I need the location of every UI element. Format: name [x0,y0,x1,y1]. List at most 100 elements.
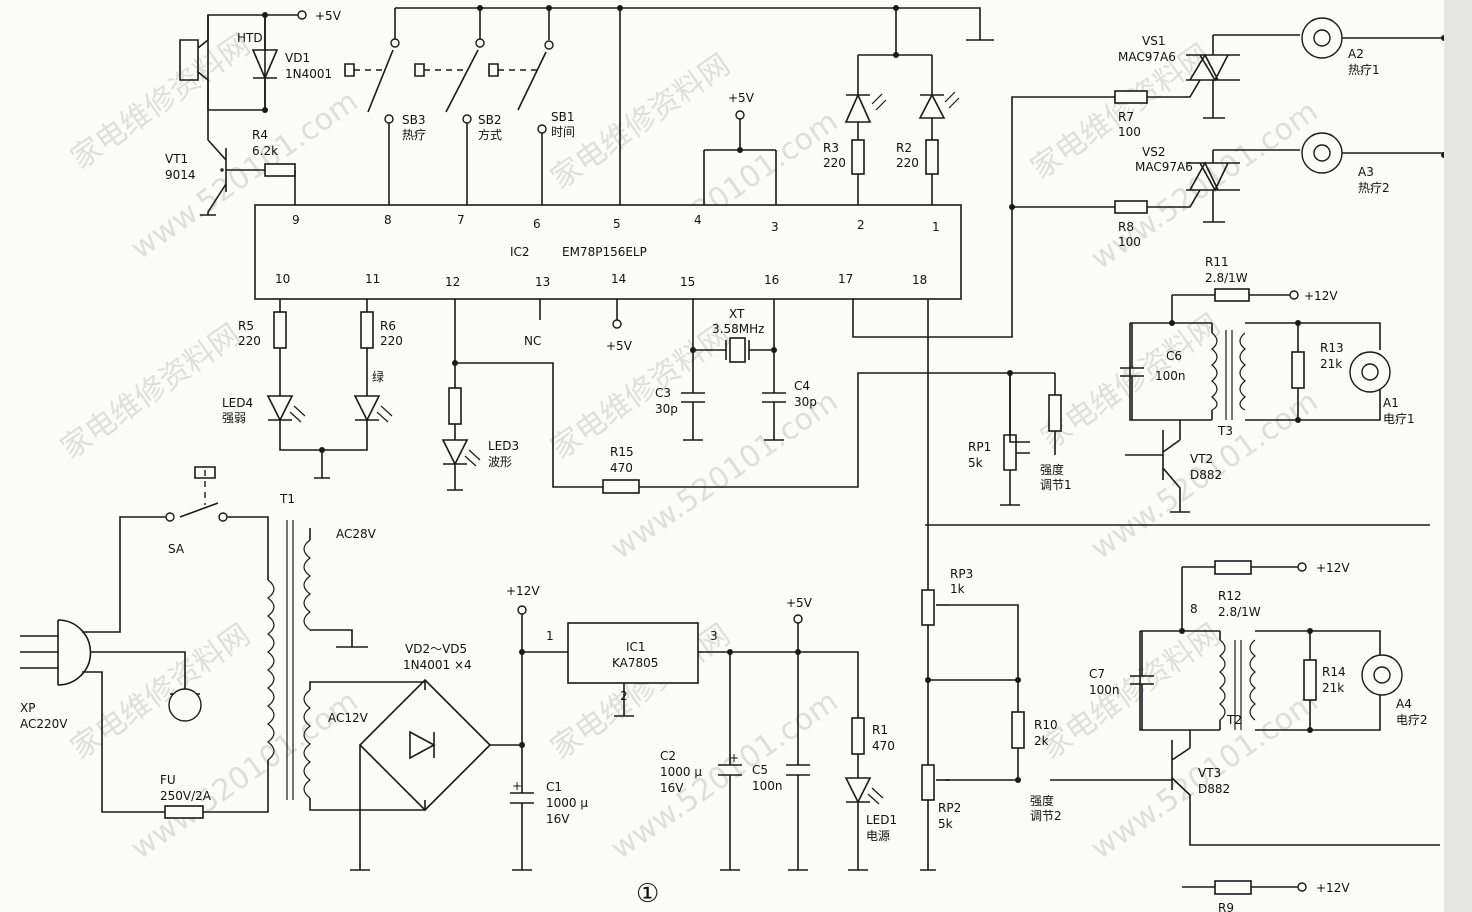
xt-ref: XT [729,307,745,321]
ic1-ref: IC1 [626,640,646,654]
rail-5v-label: +5V [606,339,633,353]
vs2-ref: VS2 [1142,145,1165,159]
ic2-pin-label: 6 [533,217,541,231]
r5-value: 220 [238,334,261,348]
r2-ref: R2 [896,141,912,155]
adj2-label: 强度调节2 [1030,793,1062,823]
channel1-output: +12V C6 100n R11 2.8/1W R13 21k A1 电疗1 T… [968,255,1415,513]
rp3-value: 1k [950,582,965,596]
r12-value: 2.8/1W [1218,605,1261,619]
r9-cut-label: R9 [1218,901,1234,912]
rail-5v-label: +5V [728,91,755,105]
ic2-pin-label: 8 [384,213,392,227]
c1-ref: C1 [546,780,562,794]
sb1-ref: SB1 [551,110,574,124]
r6-value: 220 [380,334,403,348]
rail-12v-label: +12V [1316,561,1350,575]
xt-value: 3.58MHz [712,322,764,336]
ic2-pin-label: 4 [694,213,702,227]
vs2-part: MAC97A6 [1135,160,1193,174]
transformer-t1: T1 AC28V AC12V [267,492,426,811]
a4-label: 电疗2 [1396,713,1428,727]
ic2-ref: IC2 [510,245,530,259]
r1-ref: R1 [872,723,888,737]
led3-circuit: LED3 波形 R15 470 [441,299,1030,494]
r4-ref: R4 [252,128,268,142]
t1-label: T1 [279,492,295,506]
r3-value: 220 [823,156,846,170]
ic2-pin-label: 13 [535,275,550,289]
buzzer-driver: +5V HTD VD1 1N4001 VT1 9014 R4 6.2k [165,9,342,216]
switch-sb2: SB2 方式 [414,8,502,205]
vd1-ref: VD1 [285,51,310,65]
watermark-text: 家电维修资料网 [65,617,257,766]
sb3-label: 热疗 [402,128,426,142]
a1-ref: A1 [1383,396,1399,410]
fu-ref: FU [160,773,176,787]
rp2-value: 5k [938,817,953,831]
pin18-line [920,299,1021,871]
mains-input: XP AC220V SA FU 250V/2A [20,466,269,819]
ic2-microcontroller: IC2 EM78P156ELP 9 8 7 6 5 4 3 2 1 10 11 … [254,204,962,300]
a4-ref: A4 [1396,697,1412,711]
rail-5v-label: +5V [786,596,813,610]
c6-value: 100n [1155,369,1186,383]
led3-label: 波形 [488,455,512,469]
xp-value: AC220V [20,717,68,731]
r8-ref: R8 [1118,220,1134,234]
a3-ref: A3 [1358,165,1374,179]
crystal-oscillator: XT 3.58MHz C3 30p C4 30p [655,299,817,441]
ic2-pin-label: 12 [445,275,460,289]
ic2-pin-label: 17 [838,272,853,286]
figure-number: ① [636,879,659,909]
led1-ref: LED1 [866,813,897,827]
sb2-ref: SB2 [478,113,501,127]
rail-12v-label: +12V [506,584,540,598]
ic2-pin-label: 9 [292,213,300,227]
sb3-ref: SB3 [402,113,425,127]
c5-ref: C5 [752,763,768,777]
ic2-pin-label: 18 [912,273,927,287]
c2-ref: C2 [660,749,676,763]
t2-label: T2 [1226,713,1242,727]
ic2-pin-label: 15 [680,275,695,289]
r14-ref: R14 [1322,665,1346,679]
watermark-layer: 家电维修资料网 www.520101.com 家电维修资料网 www.52010… [55,27,1325,866]
r8-value: 100 [1118,235,1141,249]
channel2-output: +12V 8 R12 2.8/1W C7 100n R14 21k T2 A4 … [1050,560,1440,846]
ic2-pin-label: 5 [613,217,621,231]
c1-plus: + [512,779,522,793]
ic2-pin-label: 1 [932,220,940,234]
r15-value: 470 [610,461,633,475]
switch-sb3: SB3 热疗 [344,8,426,205]
led3-ref: LED3 [488,439,519,453]
watermark-text: 家电维修资料网 [545,317,737,466]
c3-ref: C3 [655,386,671,400]
ic2-body [254,204,962,300]
r6-ref: R6 [380,319,396,333]
ac28-label: AC28V [336,527,377,541]
a2-ref: A2 [1348,47,1364,61]
triac-section: VS1 MAC97A6 VS2 MAC97A6 R7 100 R8 100 A2… [852,17,1447,338]
r7-value: 100 [1118,125,1141,139]
bridge-part: 1N4001 ×4 [403,658,472,672]
vt3-part: D882 [1198,782,1230,796]
c4-value: 30p [794,395,817,409]
r13-value: 21k [1320,357,1342,371]
r14-value: 21k [1322,681,1344,695]
intensity-pots-ch2: RP3 1k R10 2k RP2 5k 强度调节2 [921,567,1062,831]
led1-label: 电源 [866,829,890,843]
green-label: 绿 [372,369,384,384]
rp1-ref: RP1 [968,440,991,454]
watermark-text: 家电维修资料网 [65,27,257,176]
r12-ref: R12 [1218,589,1242,603]
r12-extra: 8 [1190,602,1198,616]
adj1-label: 强度调节1 [1040,462,1072,492]
c3-value: 30p [655,402,678,416]
ic2-pin-label: 14 [611,272,626,286]
vs1-ref: VS1 [1142,34,1165,48]
ic1-pin-gnd: 2 [620,689,628,703]
rail-5v-label: +5V [315,9,342,23]
c1-volt: 16V [546,812,570,826]
